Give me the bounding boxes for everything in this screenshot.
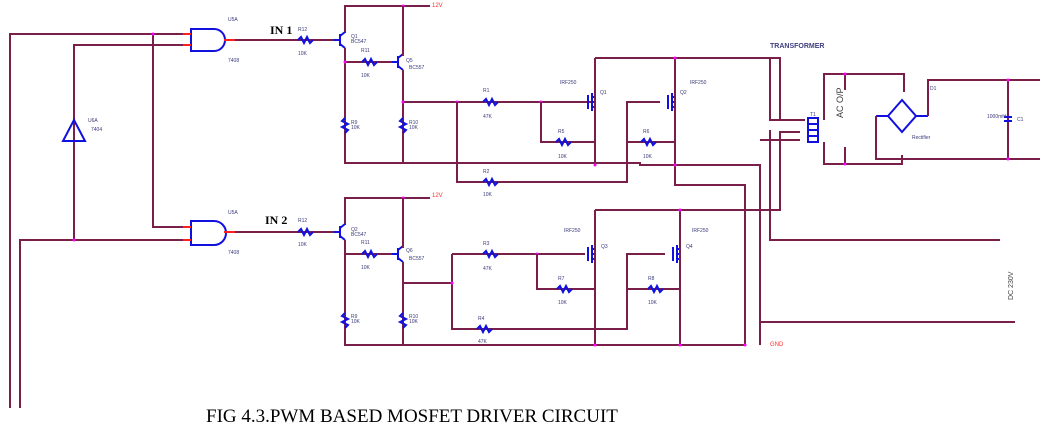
cap-ref: C1 <box>1017 117 1024 123</box>
driver-stage-1: R12 10K 12V Q1 BC547 R11 10K Q5 BC557 R9… <box>235 3 800 345</box>
r1-value: 47K <box>483 114 493 120</box>
r11b-ref: R11 <box>361 240 370 246</box>
mosfet1-ref: Q1 <box>600 90 607 96</box>
r10b-value: 10K <box>409 319 419 325</box>
r11-value: 10K <box>361 73 371 79</box>
r4-ref: R4 <box>478 316 485 322</box>
supply-label-1: 12V <box>432 3 443 9</box>
r9-value: 10K <box>351 125 361 131</box>
driver-stage-2: R12 10K 12V Q2 BC547 R11 10K Q6 BC557 R9… <box>235 131 800 348</box>
cap-value: 1000mfd <box>987 114 1007 120</box>
r7-value: 10K <box>558 300 568 306</box>
r1-ref: R1 <box>483 88 490 94</box>
supply-label-2: 12V <box>432 193 443 199</box>
output-section: TRANSFORMER T1 AC O/P Rectifier D1 1000m… <box>760 43 1040 323</box>
r12b-value: 10K <box>298 242 308 248</box>
mosfet4-part: IRF250 <box>692 228 709 234</box>
mosfet1-part: IRF250 <box>560 80 577 86</box>
input-label-1: IN 1 <box>270 23 292 37</box>
inverter-part: 7404 <box>91 127 102 133</box>
r12-ref: R12 <box>298 27 307 33</box>
inverter-ref: U6A <box>88 118 98 124</box>
inverter-gate: U6A 7404 <box>61 117 102 142</box>
gate1-ref: U5A <box>228 17 238 23</box>
r8-ref: R8 <box>648 276 655 282</box>
rectifier-part: Rectifier <box>912 135 931 141</box>
r10-value: 10K <box>409 125 419 131</box>
q-pnp1-part: BC557 <box>409 65 425 71</box>
r7-ref: R7 <box>558 276 565 282</box>
r2-value: 10K <box>483 192 493 198</box>
gate2-ref: U5A <box>228 210 238 216</box>
q-npn1-part: BC547 <box>351 39 367 45</box>
r8-value: 10K <box>648 300 658 306</box>
r9b-value: 10K <box>351 319 361 325</box>
and-gate-2: U5A 7408 <box>183 210 239 256</box>
mosfet4-ref: Q4 <box>686 244 693 250</box>
q-pnp2-part: BC557 <box>409 256 425 262</box>
r10-ref: R10 <box>409 120 418 126</box>
mosfet3-part: IRF250 <box>564 228 581 234</box>
mosfet2-part: IRF250 <box>690 80 707 86</box>
r9b-ref: R9 <box>351 314 358 320</box>
t1-ref: T1 <box>810 112 816 118</box>
r9-ref: R9 <box>351 120 358 126</box>
r2-ref: R2 <box>483 169 490 175</box>
gate2-part: 7408 <box>228 250 239 256</box>
r10b-ref: R10 <box>409 314 418 320</box>
transformer-label: TRANSFORMER <box>770 43 824 50</box>
q-npn1-ref: Q1 <box>351 34 358 40</box>
q-pnp2-ref: Q6 <box>406 248 413 254</box>
and-gate-1: U5A 7408 <box>183 17 239 64</box>
r3-ref: R3 <box>483 241 490 247</box>
q-pnp1-ref: Q5 <box>406 58 413 64</box>
r12b-ref: R12 <box>298 218 307 224</box>
r3-value: 47K <box>483 266 493 272</box>
q-npn2-ref: Q2 <box>351 227 358 233</box>
mosfet2-ref: Q2 <box>680 90 687 96</box>
r12-value: 10K <box>298 51 308 57</box>
r11-ref: R11 <box>361 48 370 54</box>
r6-value: 10K <box>643 154 653 160</box>
r6-ref: R6 <box>643 129 650 135</box>
input-label-2: IN 2 <box>265 213 287 227</box>
input-wires <box>9 32 190 408</box>
dc-output-label: DC 230V <box>1008 271 1015 300</box>
rectifier-ref: D1 <box>930 86 937 92</box>
r4-value: 47K <box>478 339 488 345</box>
ground-label: GND <box>770 342 784 348</box>
r11b-value: 10K <box>361 265 371 271</box>
r5-ref: R5 <box>558 129 565 135</box>
gate1-part: 7408 <box>228 58 239 64</box>
ac-output-label: AC O/P <box>835 87 845 118</box>
q-npn2-part: BC547 <box>351 232 367 238</box>
figure-caption: FIG 4.3.PWM BASED MOSFET DRIVER CIRCUIT <box>206 406 618 427</box>
r5-value: 10K <box>558 154 568 160</box>
mosfet3-ref: Q3 <box>601 244 608 250</box>
